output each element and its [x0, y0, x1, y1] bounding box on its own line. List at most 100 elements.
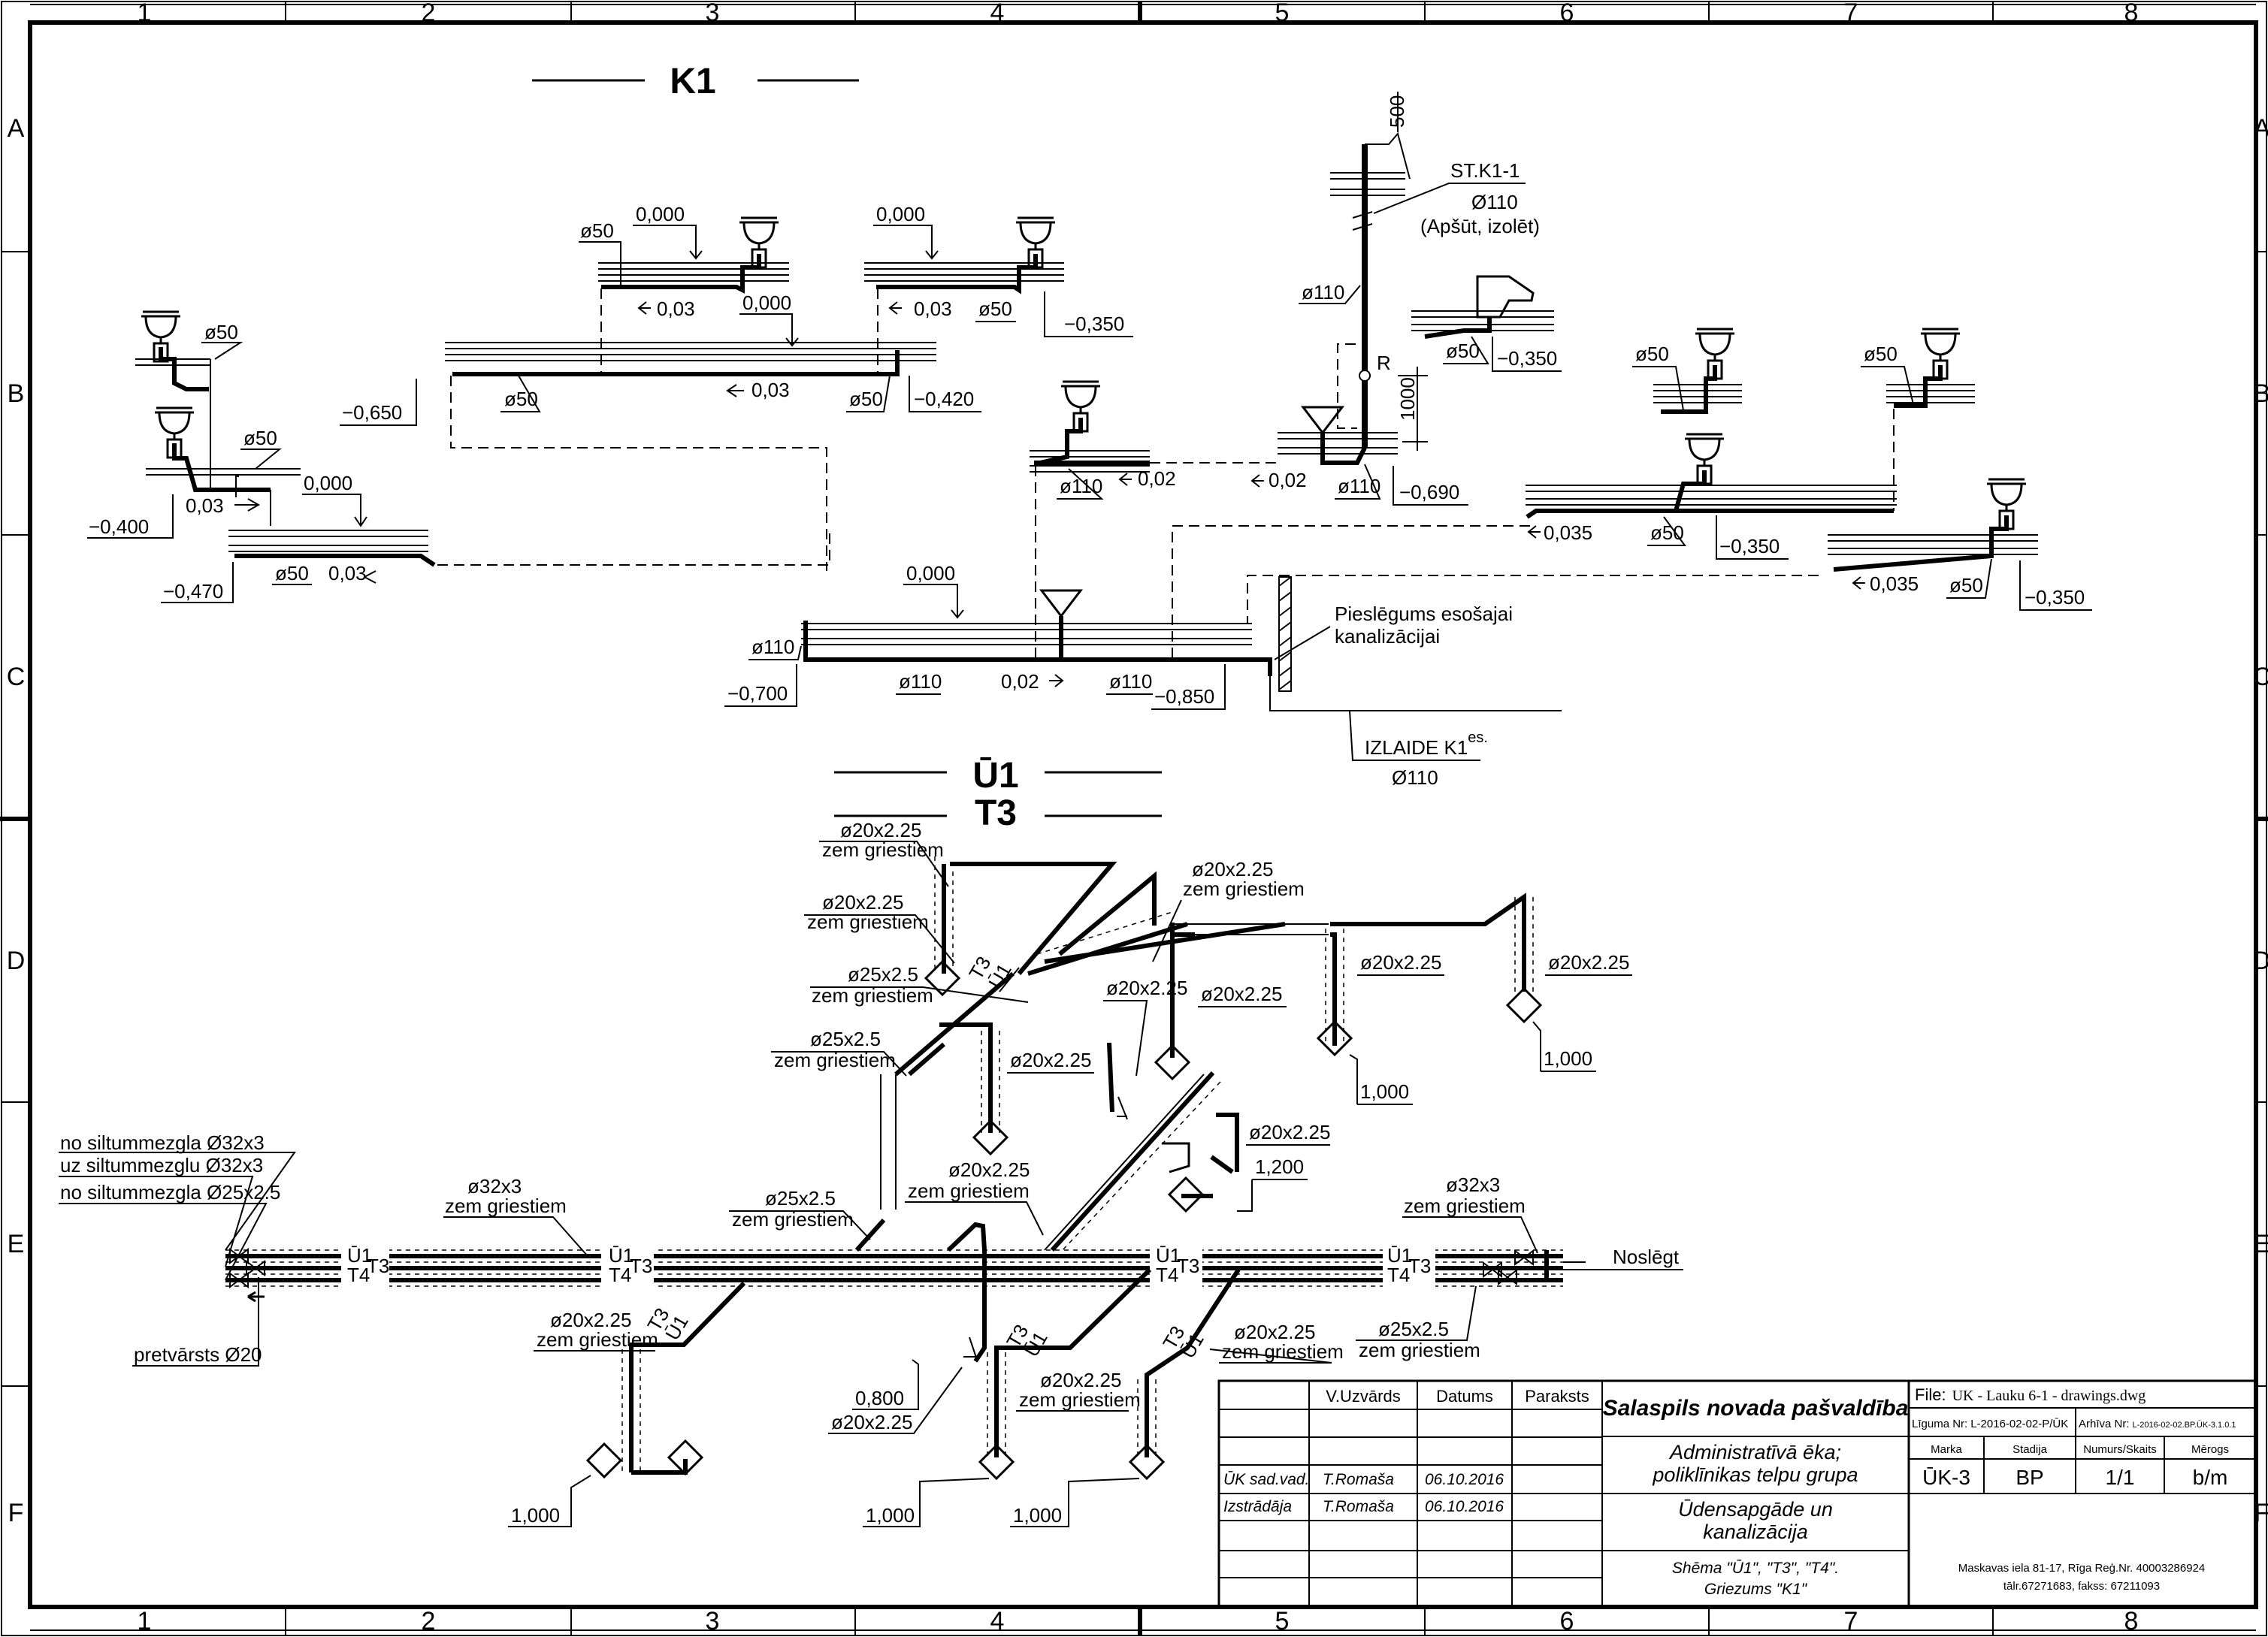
tb-part-2: kanalizācija [1703, 1521, 1808, 1543]
grid-column-labels-bottom: 1 2 3 4 5 6 7 8 [138, 1607, 2139, 1635]
grid-col-3: 3 [706, 1607, 720, 1635]
note-zem-griestiem: zem griestiem [445, 1195, 567, 1217]
grid-row-d: D [7, 947, 26, 975]
k1-dim-d110: ø110 [1302, 281, 1344, 304]
branch-lower-left: T3 Ū1 ø20x2.25 zem griestiem 1,000 [508, 1281, 746, 1527]
water-title-u1: Ū1 [972, 756, 1018, 796]
grid-col-1: 1 [138, 0, 152, 27]
tag-u1: Ū1 [609, 1244, 634, 1267]
dim-d20: ø20x2.25 [1192, 858, 1273, 880]
tag-t4: T4 [609, 1264, 631, 1286]
dim-d32: ø32x3 [1446, 1173, 1500, 1196]
k1-level: −0,350 [1497, 347, 1557, 370]
note-zem-griestiem: zem griestiem [537, 1328, 658, 1351]
tb-name-2: T.Romaša [1323, 1498, 1394, 1515]
k1-section: K1 ø50 ø50 0,03 −0,400 0,000 ø50 0,03 −0… [87, 62, 2092, 789]
tag-t4: T4 [1156, 1264, 1178, 1286]
k1-dim-d50: ø50 [849, 388, 883, 410]
k1-dim-d110: ø110 [899, 670, 942, 693]
grid-row-labels-right: A B C D E F [2253, 114, 2268, 1527]
tag-t4: T4 [347, 1264, 370, 1286]
grid-row-a: A [8, 114, 25, 143]
riser-dia: Ø110 [1471, 191, 1518, 213]
riser-c: ø25x2.5 zem griestiem ø20x2.25 ø20x2.25 … [771, 963, 1187, 1210]
k1-dim-d50: ø50 [1650, 521, 1684, 544]
k1-level: −0,350 [1064, 313, 1124, 335]
tb-object-2: poliklīnikas telpu grupa [1652, 1463, 1858, 1486]
grid-row-c: C [2253, 663, 2268, 691]
dim-d20: ø20x2.25 [948, 1158, 1030, 1181]
k1-level-zero: 0,000 [636, 203, 685, 225]
dim-d20: ø20x2.25 [1360, 951, 1441, 974]
dim-d20: ø20x2.25 [831, 1411, 912, 1433]
tb-name-1: T.Romaša [1323, 1471, 1394, 1488]
grid-col-5: 5 [1275, 1607, 1290, 1635]
tb-arhiva: Arhīva Nr:L-2016-02-02.BP.ŪK-3.1.0.1 [2079, 1418, 2236, 1430]
tb-col-date: Datums [1436, 1387, 1493, 1406]
note-uz-siltummezglu: uz siltummezglu Ø32x3 [60, 1154, 263, 1176]
tb-marka-label: Marka [1931, 1443, 1962, 1456]
outlet-dia: Ø110 [1392, 766, 1438, 789]
tb-col-name: V.Uzvārds [1326, 1387, 1400, 1406]
revision-mark: R [1377, 352, 1391, 374]
riser-note: (Apšūt, izolēt) [1420, 215, 1540, 237]
grid-row-f: F [2254, 1499, 2268, 1527]
k1-slope: 0,035 [1544, 521, 1592, 544]
k1-dim-d110: ø110 [751, 636, 794, 658]
k1-level-zero: 0,000 [876, 203, 925, 225]
k1-slope: 0,03 [186, 494, 224, 517]
k1-level: −0,650 [342, 401, 402, 424]
dim-d25: ø25x2.5 [1378, 1318, 1449, 1340]
height-1200: 1,200 [1255, 1155, 1304, 1178]
dim-d20: ø20x2.25 [1106, 977, 1187, 999]
height-0800: 0,800 [855, 1387, 904, 1409]
grid-col-4: 4 [990, 0, 1005, 27]
dim-d20: ø20x2.25 [1010, 1049, 1091, 1071]
k1-level-zero: 0,000 [906, 562, 955, 584]
height-1000: 1,000 [866, 1504, 915, 1527]
outlet-connect-2: kanalizācijai [1335, 625, 1440, 648]
grid-col-3: 3 [706, 0, 720, 27]
k1-level: −0,400 [89, 515, 149, 538]
height-1000: 1,000 [511, 1504, 560, 1527]
tb-stadija: BP [2015, 1466, 2043, 1489]
tb-part-1: Ūdensapgāde un [1678, 1498, 1833, 1521]
dim-d20: ø20x2.25 [1040, 1369, 1121, 1391]
dim-d20: ø20x2.25 [822, 891, 903, 914]
tb-merogs-label: Mērogs [2191, 1443, 2229, 1456]
outlet-connect-1: Pieslēgums esošajai [1335, 603, 1513, 625]
water-title-t3: T3 [975, 793, 1017, 833]
tb-address-2: tālr.67271683, fakss: 67211093 [2003, 1580, 2160, 1593]
grid-row-e: E [8, 1230, 25, 1258]
k1-level: −0,470 [163, 580, 223, 603]
k1-dim-d50: ø50 [580, 219, 614, 242]
note-zem-griestiem: zem griestiem [1222, 1340, 1344, 1363]
grid-col-4: 4 [990, 1607, 1005, 1635]
k1-dim-d50: ø50 [1864, 343, 1898, 365]
k1-slope: 0,02 [1269, 469, 1307, 491]
k1-dim-d50: ø50 [1446, 340, 1480, 362]
tb-sheet-2: Griezums "K1" [1704, 1581, 1808, 1598]
dim-d20: ø20x2.25 [840, 819, 921, 841]
tb-date-1: 06.10.2016 [1425, 1471, 1504, 1488]
main-supply-line: Noslēgt [225, 1246, 1683, 1287]
grid-col-5: 5 [1275, 0, 1290, 27]
note-pretvarsts: pretvārsts Ø20 [134, 1343, 262, 1366]
grid-row-c: C [7, 663, 26, 691]
grid-col-1: 1 [138, 1607, 152, 1635]
k1-level: −0,350 [1719, 535, 1780, 557]
grid-col-2: 2 [422, 1607, 436, 1635]
tb-role-2: Izstrādāja [1223, 1498, 1292, 1515]
dim-d20: ø20x2.25 [1249, 1121, 1330, 1143]
k1-slope: 0,03 [657, 297, 695, 320]
tb-object-1: Administratīvā ēka; [1668, 1441, 1841, 1463]
note-zem-griestiem: zem griestiem [908, 1179, 1030, 1202]
tag-t3: T3 [1408, 1255, 1431, 1277]
tb-stadija-label: Stadija [2012, 1443, 2048, 1456]
grid-row-labels-left: A B C D E F [7, 114, 26, 1527]
tb-merogs: b/m [2193, 1466, 2228, 1489]
grid-row-a: A [2254, 114, 2268, 143]
dim-d25: ø25x2.5 [765, 1187, 836, 1210]
